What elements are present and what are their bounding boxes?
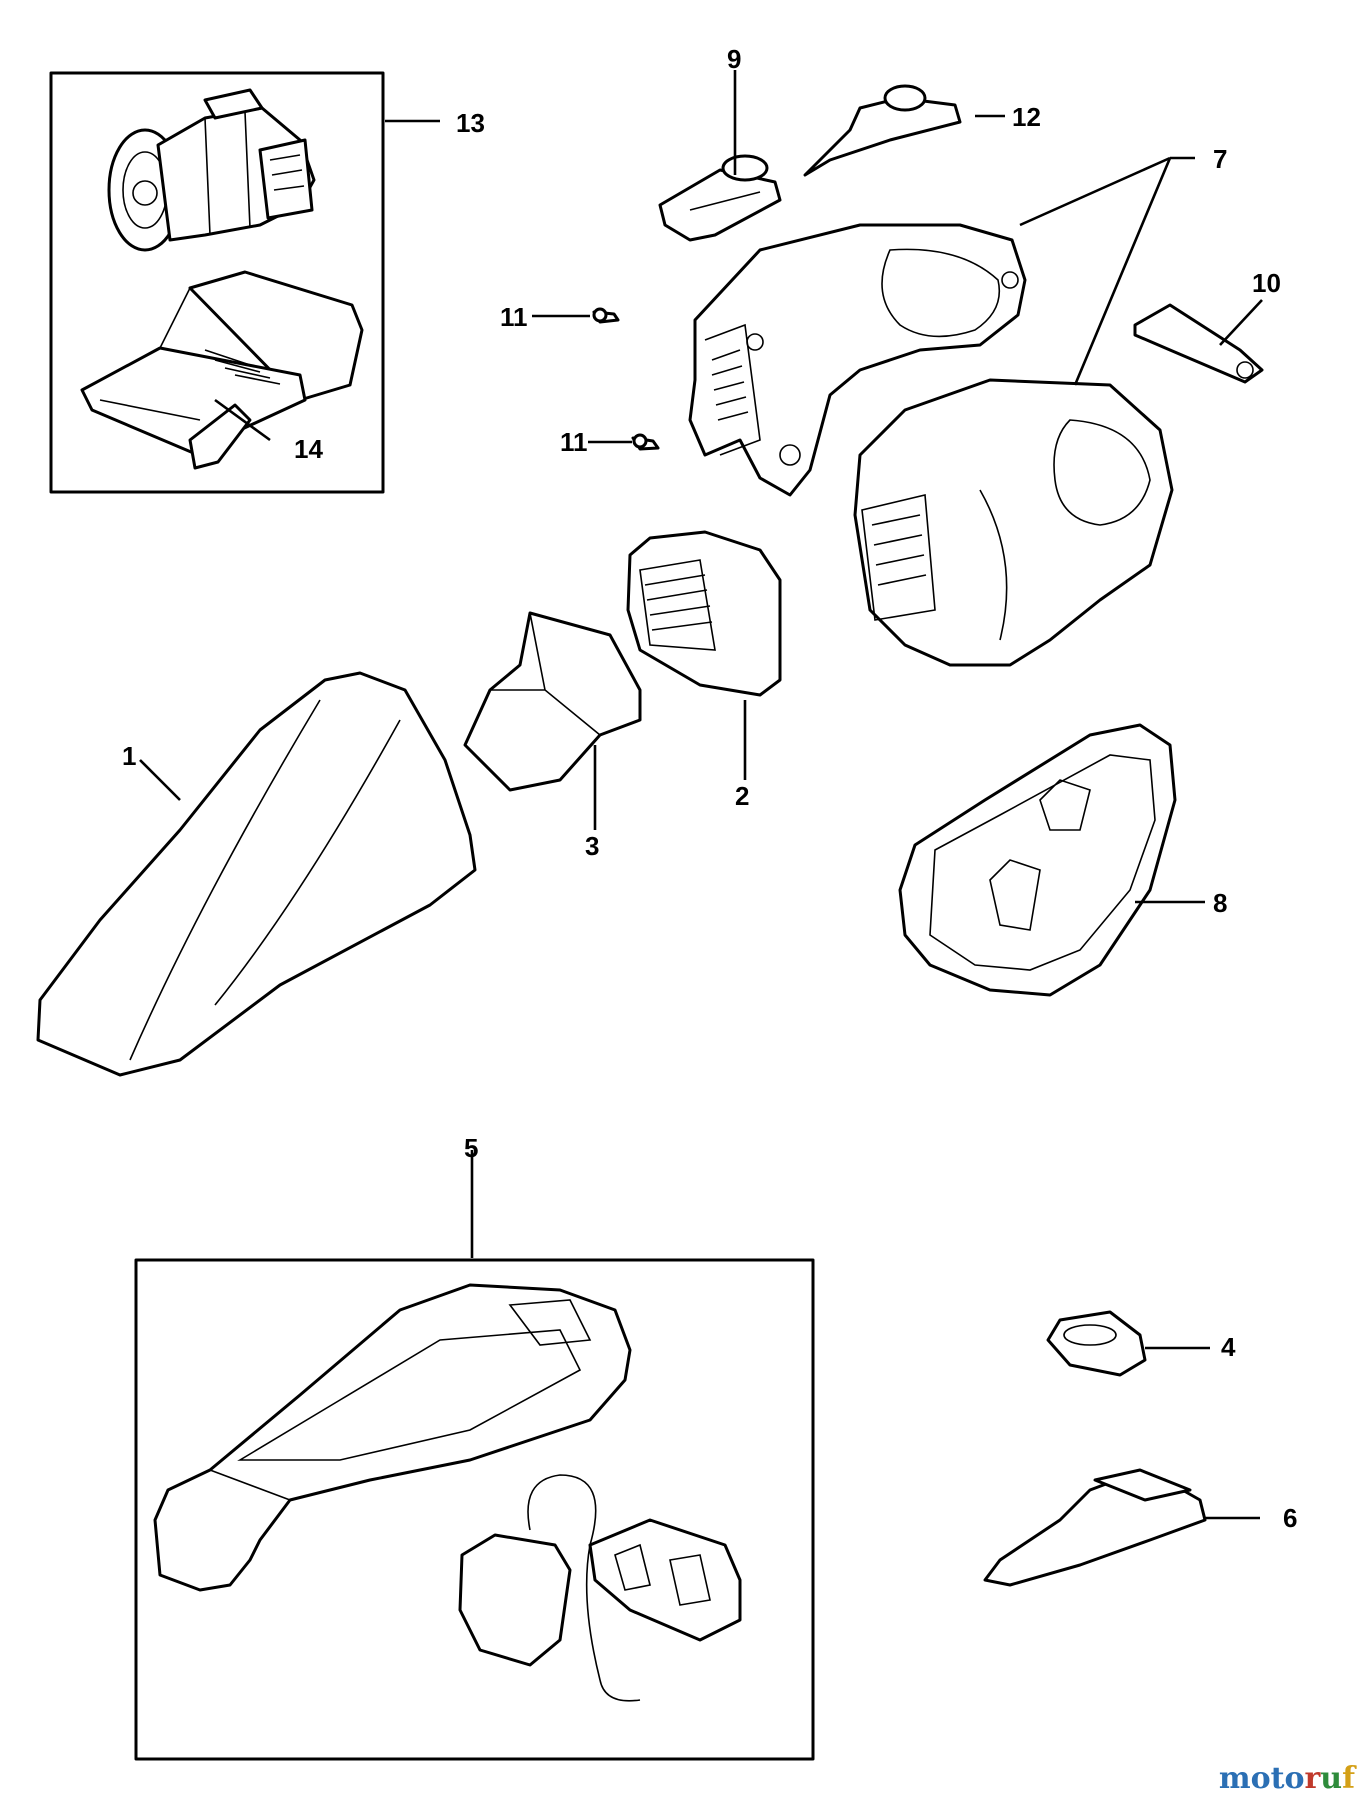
callout-11-upper: 11 bbox=[500, 302, 528, 332]
callout-2: 2 bbox=[735, 781, 749, 811]
callout-10: 10 bbox=[1252, 268, 1281, 298]
watermark-letter: t bbox=[1270, 1761, 1285, 1796]
watermark-logo: motoruf bbox=[1219, 1761, 1355, 1796]
watermark-letter: f bbox=[1342, 1761, 1355, 1796]
housing-rear-half bbox=[853, 378, 1174, 667]
brush-tool bbox=[1046, 1310, 1147, 1377]
callout-11-lower: 11 bbox=[560, 427, 588, 457]
battery-pack bbox=[80, 270, 364, 470]
dirt-bowl bbox=[36, 671, 477, 1077]
callout-3: 3 bbox=[585, 831, 599, 861]
callout-labels: 1 2 3 4 5 6 7 8 9 10 11 11 12 13 14 bbox=[122, 44, 1297, 1533]
screw-lower bbox=[631, 433, 660, 451]
watermark-letter: u bbox=[1320, 1761, 1343, 1796]
charger-adapter bbox=[458, 1474, 641, 1702]
callout-4: 4 bbox=[1221, 1332, 1236, 1362]
motor-assembly bbox=[107, 88, 316, 252]
release-button bbox=[1133, 303, 1264, 384]
watermark-letter: o bbox=[1250, 1761, 1271, 1796]
callout-12: 12 bbox=[1012, 102, 1041, 132]
latch-spring bbox=[803, 84, 962, 177]
watermark-letter: o bbox=[1284, 1761, 1305, 1796]
charger-contacts bbox=[588, 1518, 742, 1642]
base-housing bbox=[898, 723, 1177, 997]
callout-1: 1 bbox=[122, 741, 136, 771]
watermark-letter: r bbox=[1304, 1761, 1321, 1796]
callout-8: 8 bbox=[1213, 888, 1227, 918]
crevice-tool bbox=[983, 1468, 1207, 1587]
filter-holder bbox=[463, 611, 642, 792]
callout-5: 5 bbox=[464, 1133, 478, 1163]
group-box-5 bbox=[134, 1258, 815, 1761]
watermark-letter: m bbox=[1218, 1761, 1251, 1796]
charging-base bbox=[153, 1283, 632, 1592]
leader-lines bbox=[139, 70, 1263, 1520]
callout-7: 7 bbox=[1213, 144, 1227, 174]
screw-upper bbox=[592, 307, 620, 324]
callout-13: 13 bbox=[456, 108, 485, 138]
housing-front-half bbox=[688, 223, 1027, 497]
callout-14: 14 bbox=[294, 434, 323, 464]
switch-button bbox=[658, 154, 782, 242]
group-box-13 bbox=[49, 71, 385, 494]
callout-9: 9 bbox=[727, 44, 741, 74]
filter bbox=[626, 530, 782, 697]
callout-6: 6 bbox=[1283, 1503, 1297, 1533]
